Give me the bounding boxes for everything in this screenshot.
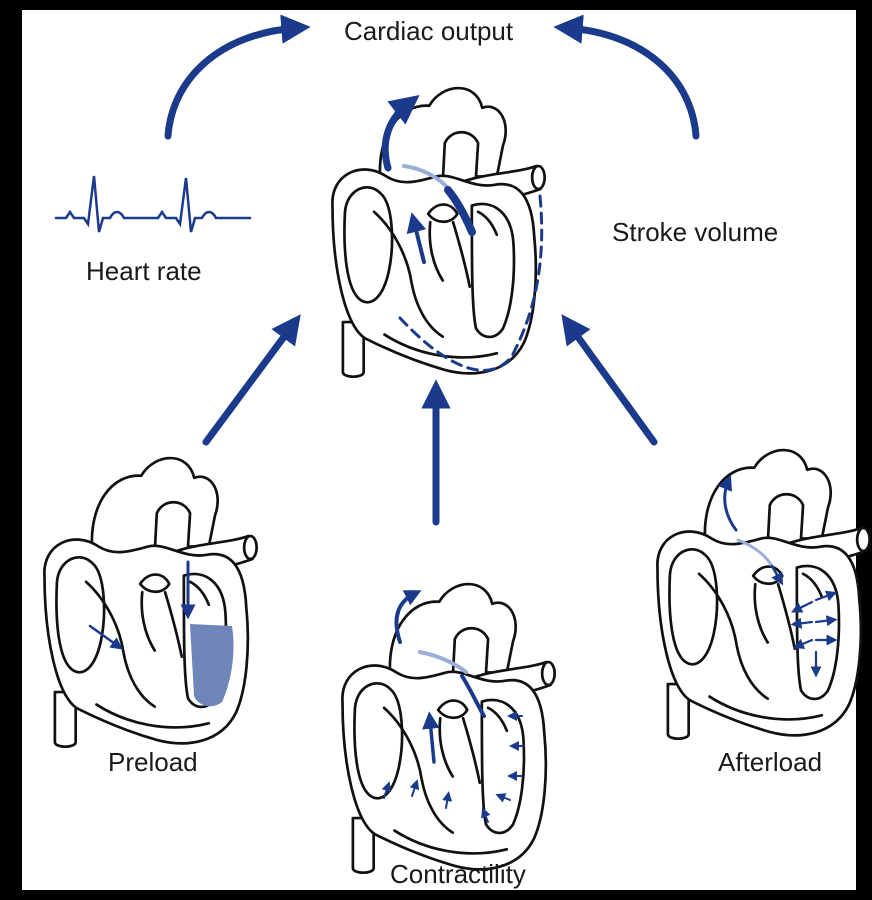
- afterload-heart: [657, 450, 869, 739]
- label-contractility: Contractility: [390, 861, 526, 887]
- label-preload: Preload: [108, 749, 198, 775]
- preload-heart: [44, 458, 256, 747]
- label-cardiac-output: Cardiac output: [344, 18, 513, 44]
- label-heart-rate: Heart rate: [86, 258, 202, 284]
- arrow-heart-rate-to-output: [168, 28, 296, 136]
- arrow-preload-up: [206, 326, 292, 442]
- label-stroke-volume: Stroke volume: [612, 219, 778, 245]
- top-heart: [332, 88, 544, 377]
- arrow-afterload-up: [570, 326, 654, 442]
- arrow-stroke-volume-to-output: [568, 28, 696, 136]
- contractility-heart: [342, 584, 554, 873]
- ecg-trace: [56, 176, 250, 232]
- label-afterload: Afterload: [718, 749, 822, 775]
